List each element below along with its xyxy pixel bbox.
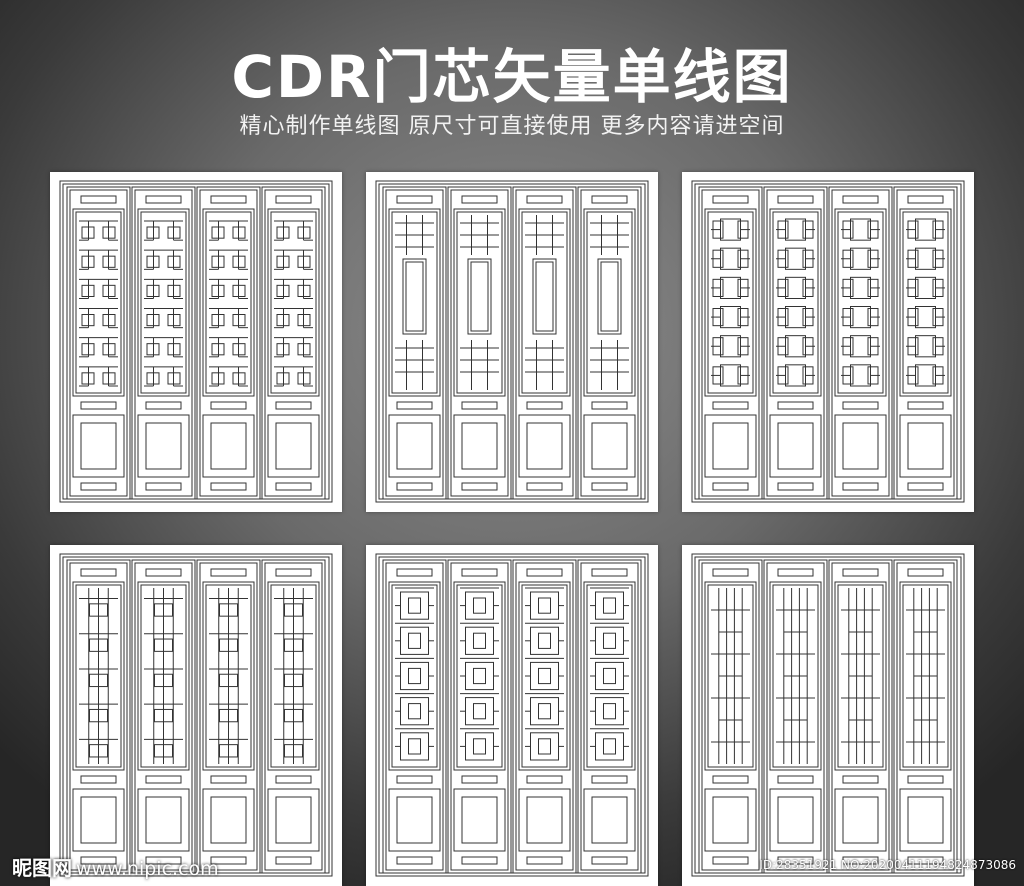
door-panel-geometric-t — [50, 172, 342, 512]
door-panel-cross-lattice — [50, 545, 342, 886]
page-subtitle: 精心制作单线图 原尺寸可直接使用 更多内容请进空间 — [239, 114, 785, 139]
door-panel-stepped-cross — [366, 545, 658, 886]
watermark-id: ID:28351921 NO:20200411194824873086 — [759, 858, 1016, 872]
watermark-site: www.nipic.com — [76, 858, 219, 880]
door-panel-open-window — [366, 172, 658, 512]
page-title: CDR门芯矢量单线图 — [231, 43, 793, 111]
door-panel-vertical-bars — [682, 545, 974, 886]
watermark-brand-name: 昵图网 — [12, 856, 72, 880]
door-panel-scroll-key — [682, 172, 974, 512]
